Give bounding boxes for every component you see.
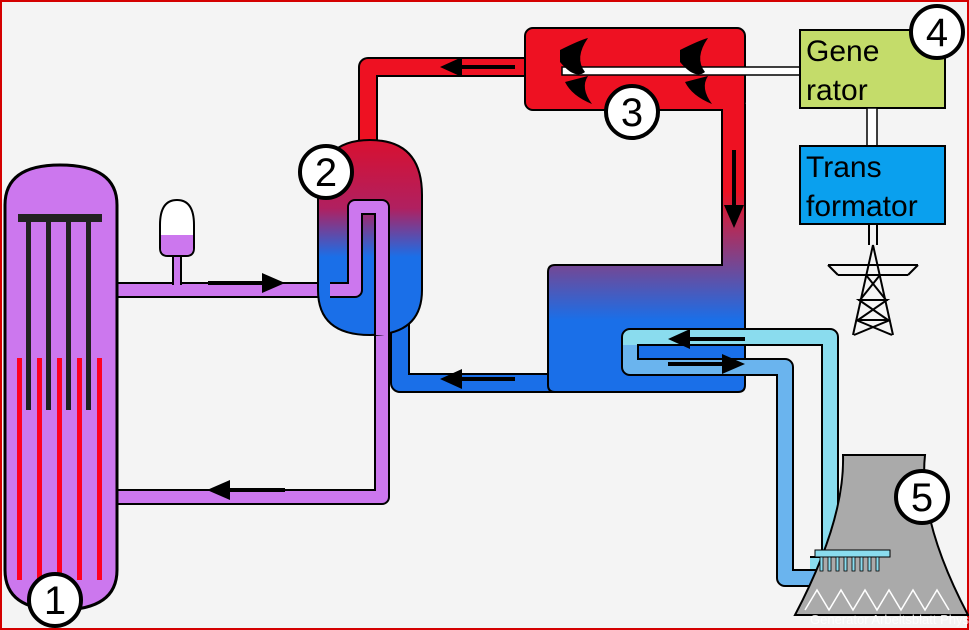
flow-arrows	[207, 57, 745, 500]
pressurizer	[159, 198, 195, 285]
transformator-label-line2: formator	[806, 190, 918, 223]
number-4: 4	[926, 11, 948, 55]
arrow-down-condenser	[724, 150, 744, 228]
transformator-label-line1: Trans	[806, 151, 882, 184]
number-circle-5: 5	[894, 469, 950, 525]
transformator: Trans formator	[799, 145, 946, 225]
arrow-left-condensate	[440, 369, 515, 389]
number-circle-2: 2	[298, 144, 354, 200]
fuel-rods	[17, 358, 102, 580]
control-rods	[18, 214, 102, 410]
steam-generator-tube	[330, 199, 390, 335]
number-5: 5	[911, 476, 933, 520]
power-pylon-icon	[827, 224, 919, 336]
watermark-text: Generator Arbeitsblatt Physik	[810, 612, 969, 627]
connection-line	[866, 107, 878, 149]
arrow-left-cooling-return	[668, 329, 745, 349]
turbine-blades	[560, 38, 712, 104]
generator-label-line1: Gene	[806, 35, 879, 68]
arrow-left-steam	[440, 57, 515, 77]
reactor-vessel	[3, 163, 119, 612]
tower-fill-pattern	[804, 588, 950, 612]
condensate-line	[390, 315, 560, 393]
number-circle-3: 3	[604, 84, 660, 140]
number-circle-1: 1	[27, 572, 83, 628]
arrow-left-cold-primary	[207, 480, 285, 500]
number-3: 3	[621, 91, 643, 135]
number-circle-4: 4	[909, 4, 965, 60]
arrow-right-cooling-feed	[668, 354, 745, 374]
spray-nozzles	[814, 549, 891, 572]
number-2: 2	[315, 151, 337, 195]
arrow-right-hot-primary	[208, 273, 285, 293]
turbine-shaft	[561, 66, 803, 76]
generator-label-line2: rator	[806, 74, 868, 107]
number-1: 1	[44, 579, 66, 623]
